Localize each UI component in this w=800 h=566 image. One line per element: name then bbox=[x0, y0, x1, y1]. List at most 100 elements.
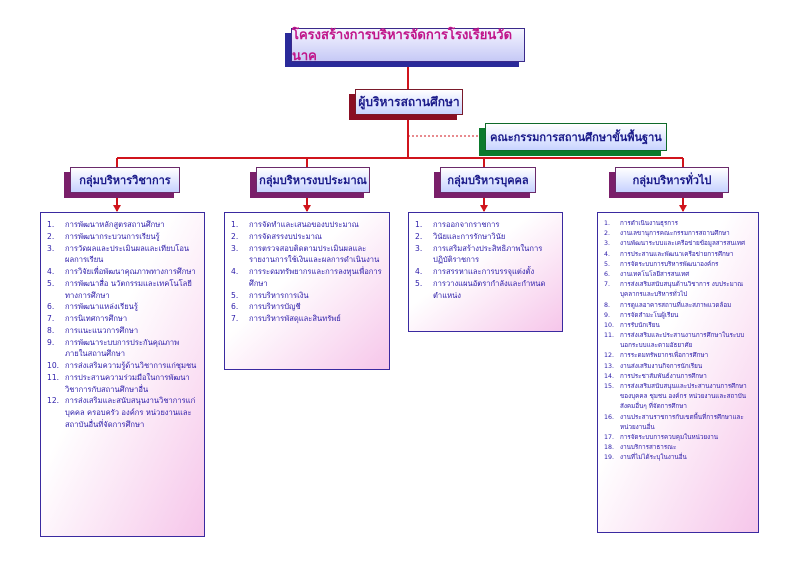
list-item: 10.การรับนักเรียน bbox=[604, 321, 752, 331]
item-text: การพัฒนาแหล่งเรียนรู้ bbox=[65, 302, 138, 312]
item-text: การส่งเสริมและสนับสนุนงานวิชาการแก่บุคคล… bbox=[65, 396, 196, 430]
item-number: 8. bbox=[604, 301, 611, 309]
item-text: การจัดทำและเสนอของบประมาณ bbox=[249, 220, 359, 229]
item-number: 2. bbox=[415, 231, 423, 241]
item-text: การวัดผลและประเมินผลและเทียบโอนผลการเรีย… bbox=[65, 243, 190, 265]
item-text: การวิจัยเพื่อพัฒนาคุณภาพทางการศึกษา bbox=[65, 267, 196, 277]
list-item: 15. การส่งเสริมสนับสนุนและประสานงานการศึก… bbox=[604, 382, 752, 413]
list-item: 2.งานเลขานุการคณะกรรมการสถานศึกษา bbox=[604, 229, 752, 239]
list-item: 8. การดูแลอาคารสถานที่และสภาพแวดล้อม bbox=[604, 301, 752, 311]
item-number: 17. bbox=[604, 433, 615, 441]
list-item: 18.งานบริการสาธารณะ bbox=[604, 443, 752, 453]
list-item: 11.การประสานความร่วมมือในการพัฒนาวิชาการ… bbox=[47, 372, 198, 396]
list-item: 1. การจัดทำและเสนอของบประมาณ bbox=[231, 219, 383, 231]
item-text: การจัดสำมะโนผู้เรียน bbox=[620, 311, 679, 319]
list-item: 5.การจัดระบบการบริหารพัฒนาองค์กร bbox=[604, 260, 752, 270]
list-item: 3. งานพัฒนาระบบและเครือข่ายข้อมูลสารสนเทศ bbox=[604, 239, 752, 249]
item-text: การพัฒนากระบวนการเรียนรู้ bbox=[65, 231, 160, 241]
list-item: 6. การพัฒนาแหล่งเรียนรู้ bbox=[47, 301, 198, 313]
item-text: การออกจากราชการ bbox=[433, 220, 500, 229]
item-text: การส่งเสริมและประสานงานการศึกษาในระบบนอก… bbox=[620, 332, 745, 350]
list-item: 19.งานที่ไม่ได้ระบุในงานอื่น bbox=[604, 453, 752, 463]
list-item: 12.การระดมทรัพยากรเพื่อการศึกษา bbox=[604, 351, 752, 361]
item-text: การบริหารพัสดุและสินทรัพย์ bbox=[249, 314, 341, 324]
item-number: 9. bbox=[604, 311, 611, 319]
item-number: 3. bbox=[415, 243, 423, 253]
item-text: งานส่งเสริมงานกิจการนักเรียน bbox=[620, 362, 703, 370]
list-item: 7.การนิเทศการศึกษา bbox=[47, 313, 198, 325]
list-item: 17.การจัดระบบการควบคุมในหน่วยงาน bbox=[604, 433, 752, 443]
item-number: 11. bbox=[604, 332, 615, 340]
list-item: 3.การเสริมสร้างประสิทธิภาพในการปฏิบัติรา… bbox=[415, 243, 556, 267]
general-group-header: กลุ่มบริหารทั่วไป bbox=[615, 167, 729, 193]
item-number: 4. bbox=[231, 267, 239, 277]
item-number: 2. bbox=[47, 231, 55, 241]
list-item: 1.การออกจากราชการ bbox=[415, 219, 556, 231]
chart-title: โครงสร้างการบริหารจัดการโรงเรียนวัดนาค bbox=[291, 28, 525, 64]
item-text: งานพัฒนาระบบและเครือข่ายข้อมูลสารสนเทศ bbox=[620, 240, 746, 248]
list-item: 9. การจัดสำมะโนผู้เรียน bbox=[604, 311, 752, 321]
item-text: การประชาสัมพันธ์งานการศึกษา bbox=[620, 372, 707, 380]
personnel-group-header: กลุ่มบริหารบุคคล bbox=[440, 167, 536, 193]
list-item: 2. วินัยและการรักษาวินัย bbox=[415, 231, 556, 243]
item-number: 3. bbox=[231, 243, 239, 253]
item-text: การส่งเสริมความรู้ด้านวิชาการแก่ชุมชน bbox=[65, 361, 197, 371]
item-number: 5. bbox=[415, 278, 423, 288]
item-text: การบริหารบัญชี bbox=[249, 302, 301, 312]
item-text: การแนะแนวการศึกษา bbox=[65, 325, 139, 335]
item-number: 15. bbox=[604, 383, 615, 390]
school-director-box: ผู้บริหารสถานศึกษา bbox=[355, 89, 463, 115]
item-text: การระดมทรัพยากรเพื่อการศึกษา bbox=[620, 352, 709, 360]
item-text: การส่งเสริมสนับสนุนด้านวิชาการ งบประมาณ … bbox=[620, 281, 744, 299]
item-number: 9. bbox=[47, 337, 55, 347]
list-item: 14.การประชาสัมพันธ์งานการศึกษา bbox=[604, 372, 752, 382]
item-number: 7. bbox=[604, 281, 611, 289]
item-number: 4. bbox=[47, 267, 55, 277]
item-text: วินัยและการรักษาวินัย bbox=[433, 231, 506, 241]
item-text: การจัดระบบการบริหารพัฒนาองค์กร bbox=[620, 260, 719, 268]
list-item: 4. การระดมทรัพยากรและการลงทุนเพื่อการศึกษ… bbox=[231, 266, 383, 290]
item-number: 2. bbox=[604, 230, 611, 238]
budget-group-header: กลุ่มบริหารงบประมาณ bbox=[256, 167, 370, 193]
list-item: 3. การวัดผลและประเมินผลและเทียบโอนผลการเร… bbox=[47, 243, 198, 267]
list-item: 10. การส่งเสริมความรู้ด้านวิชาการแก่ชุมชน bbox=[47, 360, 198, 372]
item-number: 1. bbox=[47, 220, 55, 229]
list-item: 5. การพัฒนาสื่อ นวัตกรรมและเทคโนโลยีทางกา… bbox=[47, 278, 198, 302]
item-number: 13. bbox=[604, 362, 615, 370]
item-number: 3. bbox=[604, 240, 611, 248]
list-item: 16.งานประสานราชการกับเขตพื้นที่การศึกษาแ… bbox=[604, 413, 752, 433]
item-number: 4. bbox=[415, 267, 423, 277]
item-text: การส่งเสริมสนับสนุนและประสานงานการศึกษาข… bbox=[620, 383, 747, 411]
item-text: การระดมทรัพยากรและการลงทุนเพื่อการศึกษา bbox=[249, 267, 382, 288]
item-number: 6. bbox=[231, 302, 239, 312]
item-number: 3. bbox=[47, 243, 55, 253]
item-number: 1. bbox=[231, 220, 239, 229]
item-text: การประสานความร่วมมือในการพัฒนาวิชาการกับ… bbox=[65, 372, 190, 394]
list-item: 6. การบริหารบัญชี bbox=[231, 301, 383, 313]
list-item: 8. การแนะแนวการศึกษา bbox=[47, 325, 198, 337]
item-number: 1. bbox=[604, 220, 611, 227]
general-duties-list: 1. การดำเนินงานธุรการ 2.งานเลขานุการคณะกรร… bbox=[597, 212, 759, 533]
item-text: การนิเทศการศึกษา bbox=[65, 314, 128, 324]
item-text: งานที่ไม่ได้ระบุในงานอื่น bbox=[620, 454, 687, 462]
item-text: การพัฒนาสื่อ นวัตกรรมและเทคโนโลยีทางการศ… bbox=[65, 278, 192, 300]
item-text: งานบริการสาธารณะ bbox=[620, 444, 677, 452]
item-number: 10. bbox=[47, 361, 60, 371]
list-item: 7. การบริหารพัสดุและสินทรัพย์ bbox=[231, 313, 383, 325]
academic-group-header: กลุ่มบริหารวิชาการ bbox=[70, 167, 180, 193]
item-number: 5. bbox=[47, 278, 55, 288]
item-text: การดูแลอาคารสถานที่และสภาพแวดล้อม bbox=[620, 301, 732, 309]
item-text: การดำเนินงานธุรการ bbox=[620, 220, 678, 227]
item-text: การประสานและพัฒนาเครือข่ายการศึกษา bbox=[620, 250, 734, 258]
item-text: งานเทคโนโลยีสารสนเทศ bbox=[620, 270, 690, 278]
list-item: 3.การตรวจสอบติดตามประเมินผลและรายงานการใ… bbox=[231, 243, 383, 267]
item-number: 2. bbox=[231, 231, 239, 241]
school-board-box: คณะกรรมการสถานศึกษาขั้นพื้นฐาน bbox=[485, 123, 667, 151]
item-number: 6. bbox=[47, 302, 55, 312]
list-item: 12.การส่งเสริมและสนับสนุนงานวิชาการแก่บุ… bbox=[47, 395, 198, 430]
item-number: 7. bbox=[231, 314, 239, 324]
item-number: 8. bbox=[47, 325, 55, 335]
item-text: การพัฒนาระบบการประกันคุณภาพภายในสถานศึกษ… bbox=[65, 337, 180, 359]
list-item: 13. งานส่งเสริมงานกิจการนักเรียน bbox=[604, 362, 752, 372]
